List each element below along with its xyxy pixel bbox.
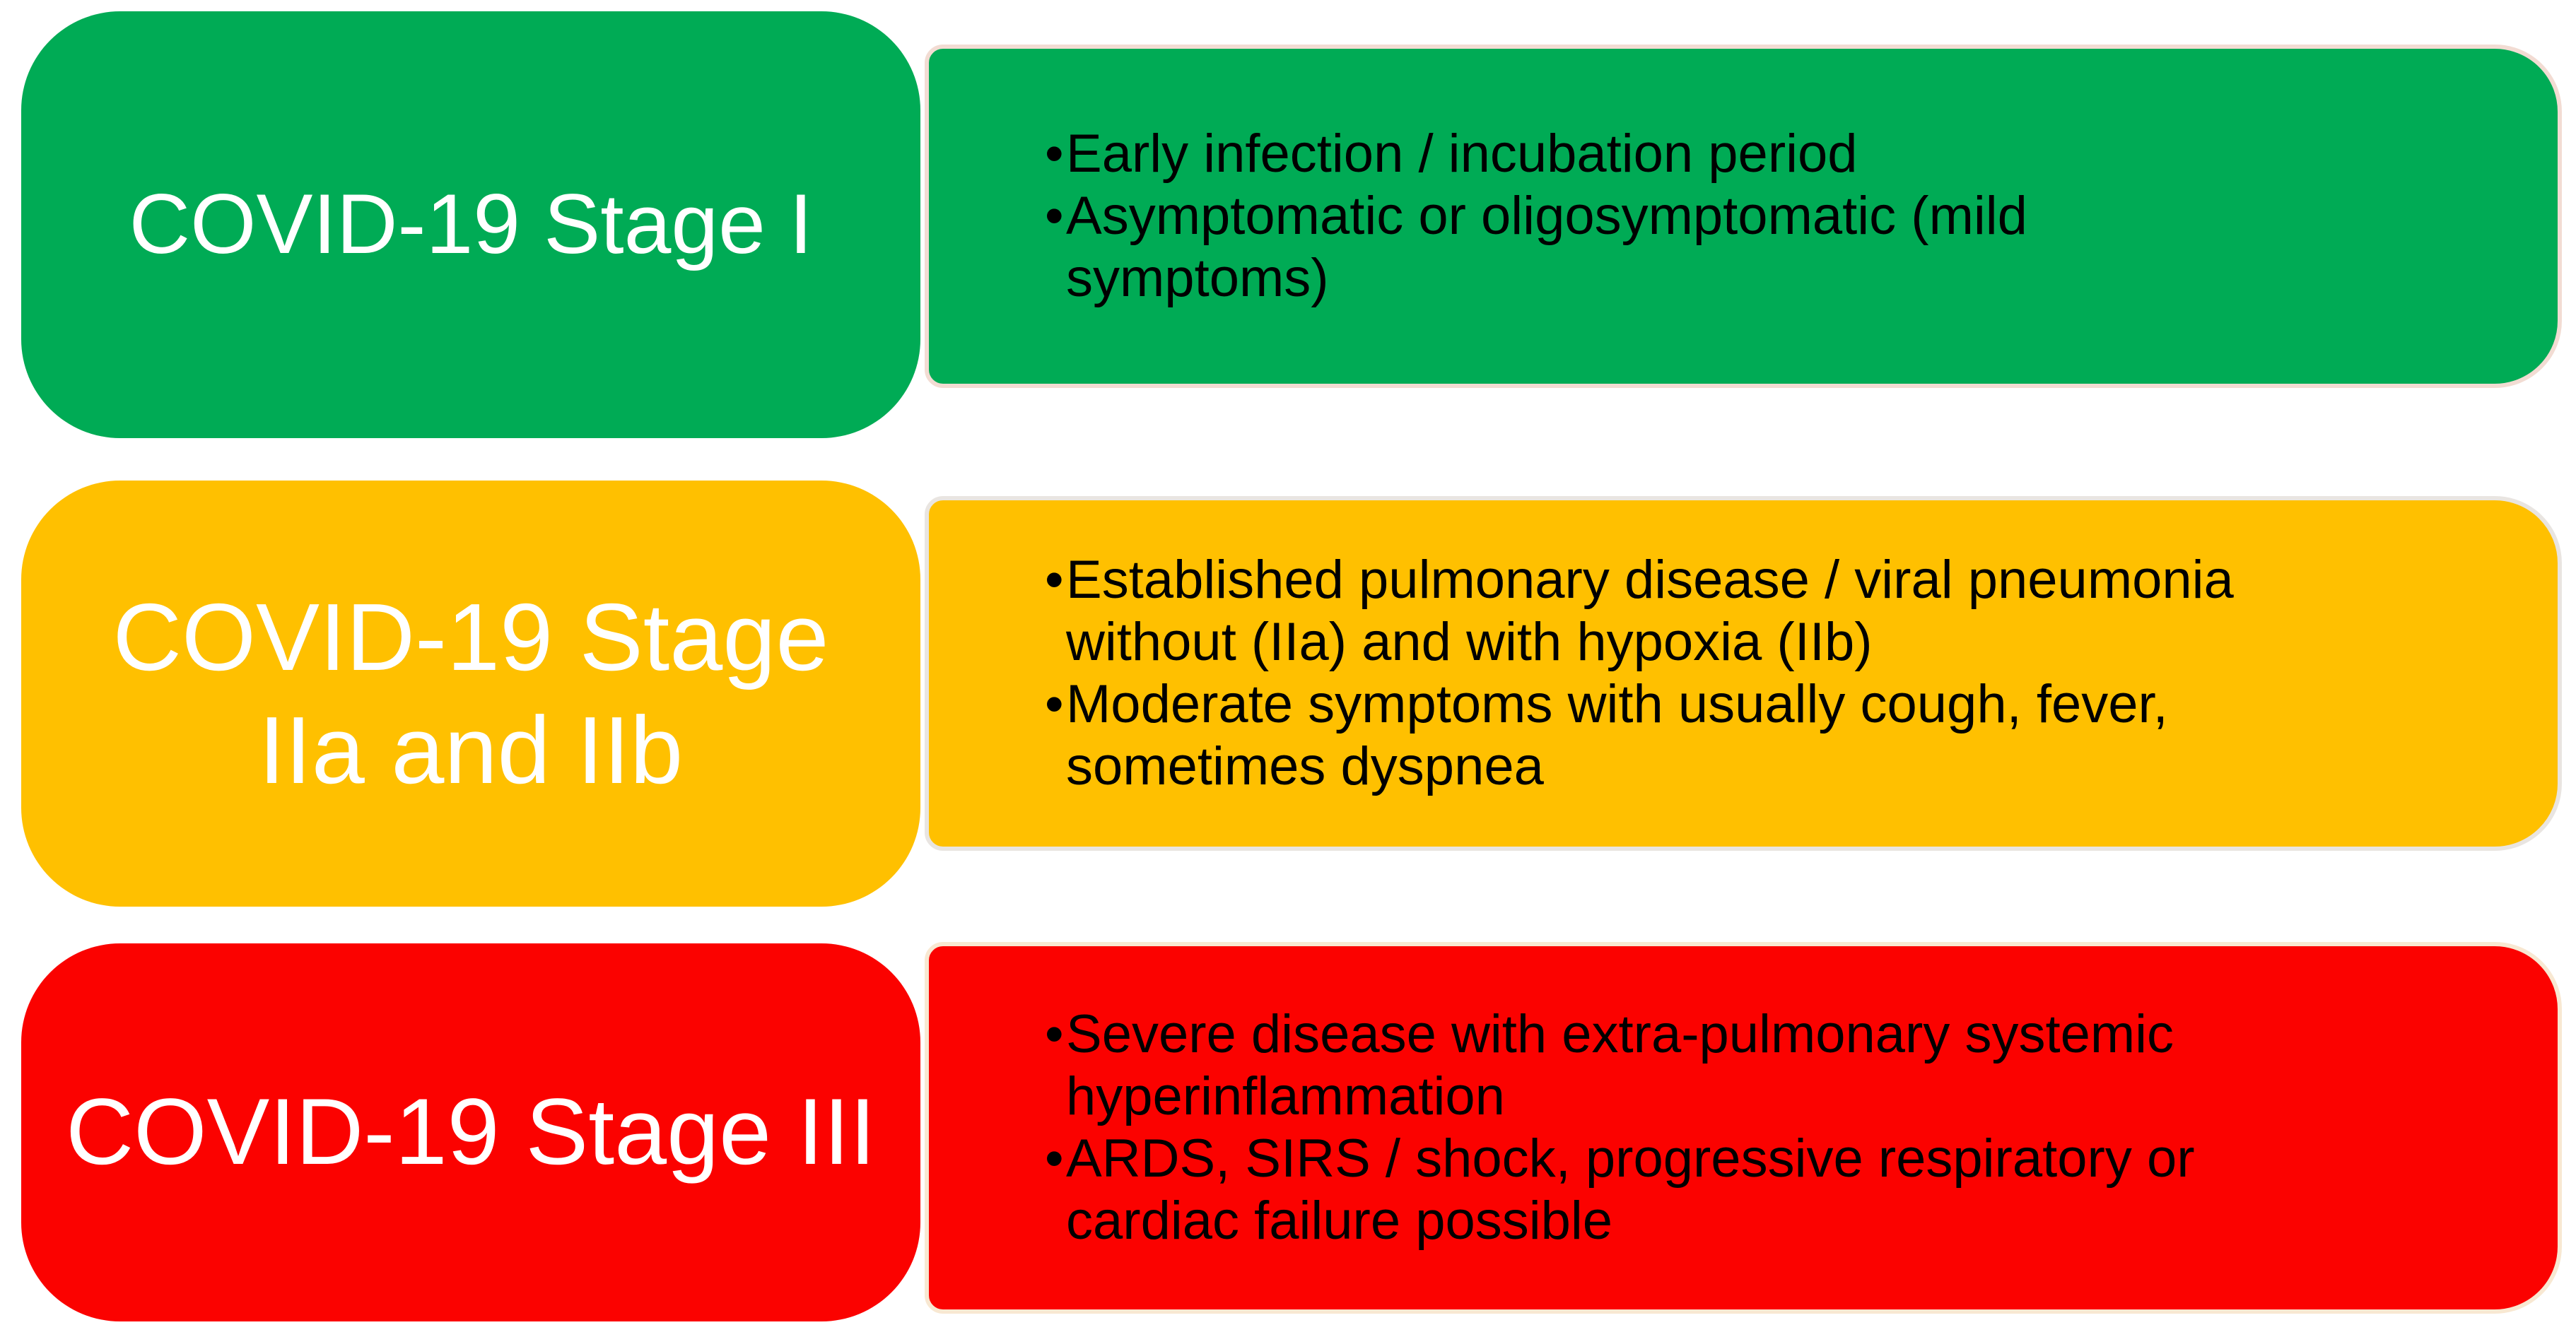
stage-3-bullet-list: • Severe disease with extra-pulmonary sy… bbox=[1045, 1003, 2395, 1252]
stage-2-label-box: COVID-19 Stage IIa and IIb bbox=[21, 481, 920, 907]
bullet-item: • Early infection / incubation period bbox=[1045, 123, 2395, 185]
bullet-dot: • bbox=[1045, 550, 1064, 610]
stage-1-title: COVID-19 Stage I bbox=[129, 177, 813, 272]
stage-3-title: COVID-19 Stage III bbox=[66, 1080, 876, 1185]
bullet-dot: • bbox=[1045, 1129, 1064, 1189]
bullet-item: • Moderate symptoms with usually cough, … bbox=[1045, 673, 2395, 798]
bullet-text: Established pulmonary disease / viral pn… bbox=[1066, 550, 2234, 672]
bullet-item: • ARDS, SIRS / shock, progressive respir… bbox=[1045, 1128, 2395, 1252]
bullet-item: • Asymptomatic or oligosymptomatic (mild… bbox=[1045, 185, 2395, 310]
stage-1-bullet-list: • Early infection / incubation period • … bbox=[1045, 123, 2395, 310]
bullet-dot: • bbox=[1045, 674, 1064, 734]
stage-3-label-box: COVID-19 Stage III bbox=[21, 943, 920, 1321]
bullet-item: • Severe disease with extra-pulmonary sy… bbox=[1045, 1003, 2395, 1128]
stage-1-label-box: COVID-19 Stage I bbox=[21, 11, 920, 438]
bullet-dot: • bbox=[1045, 1004, 1064, 1064]
bullet-dot: • bbox=[1045, 186, 1064, 246]
stage-3-detail-box: • Severe disease with extra-pulmonary sy… bbox=[925, 942, 2562, 1314]
bullet-item: • Established pulmonary disease / viral … bbox=[1045, 549, 2395, 673]
bullet-text: Severe disease with extra-pulmonary syst… bbox=[1066, 1004, 2174, 1126]
stage-2-bullet-list: • Established pulmonary disease / viral … bbox=[1045, 549, 2395, 798]
bullet-text: ARDS, SIRS / shock, progressive respirat… bbox=[1066, 1129, 2195, 1251]
bullet-text: Early infection / incubation period bbox=[1066, 124, 1858, 184]
stage-2-detail-box: • Established pulmonary disease / viral … bbox=[925, 496, 2562, 851]
bullet-dot: • bbox=[1045, 124, 1064, 184]
bullet-text: Moderate symptoms with usually cough, fe… bbox=[1066, 674, 2168, 796]
bullet-text: Asymptomatic or oligosymptomatic (mild s… bbox=[1066, 186, 2027, 308]
stage-2-title: COVID-19 Stage IIa and IIb bbox=[112, 584, 829, 803]
stage-1-detail-box: • Early infection / incubation period • … bbox=[925, 45, 2562, 388]
